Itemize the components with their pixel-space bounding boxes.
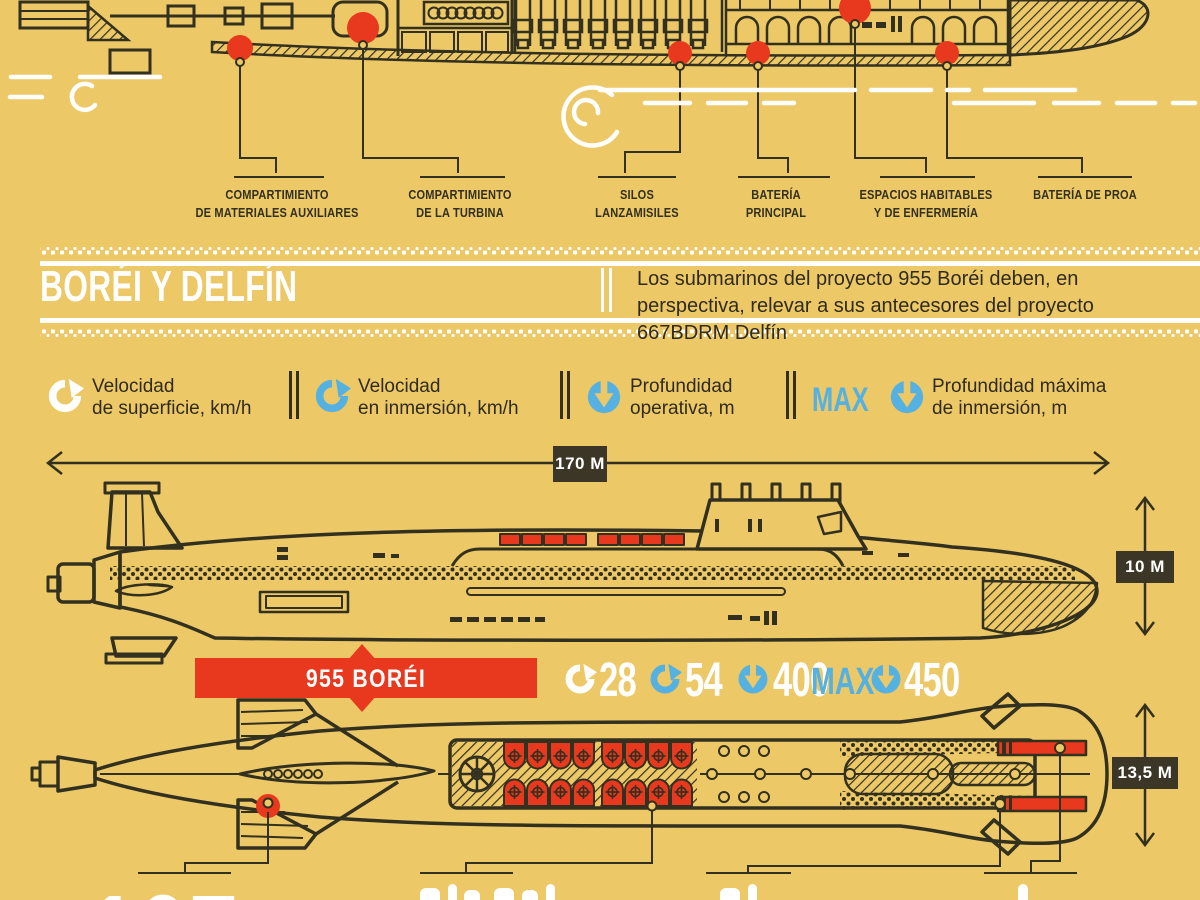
- max-depth-icon: [888, 378, 926, 421]
- section-description: Los submarinos del proyecto 955 Boréi de…: [637, 268, 1094, 344]
- legend-separator: [786, 371, 789, 419]
- stat-max-depth-value: 450: [904, 654, 960, 707]
- legend-operating-depth-label: Profundidad operativa, m: [630, 376, 735, 419]
- legend-surface-speed-label: Velocidad de superficie, km/h: [92, 376, 252, 419]
- surface-speed-icon: [46, 377, 84, 420]
- compartment-label-turbine: COMPARTIMIENTO DE LA TURBINA: [408, 187, 512, 220]
- compartment-label-missile-silos: SILOS LANZAMISILES: [595, 187, 679, 220]
- stat-submerged-speed-value: 54: [685, 654, 723, 707]
- max-depth-icon: [869, 662, 903, 701]
- legend-separator: [560, 371, 563, 419]
- top-view-submarine: [30, 692, 1109, 856]
- borei-name-banner: 955 BORÉI: [305, 665, 427, 693]
- height-dimension-label: 10 M: [1116, 551, 1174, 583]
- submerged-speed-icon: [313, 377, 351, 420]
- compartment-label-living-spaces: ESPACIOS HABITABLES Y DE ENFERMERÍA: [859, 187, 993, 220]
- cutaway-leader-lines: [234, 28, 1132, 178]
- legend-submerged-speed-label: Velocidad en inmersión, km/h: [358, 376, 519, 419]
- length-dimension-label: 170 M: [553, 446, 607, 482]
- legend-separator: [567, 371, 570, 419]
- top-view-leader-lines: [138, 753, 1077, 874]
- cutaway-callout-dots: [227, 0, 959, 71]
- water-decoration: [7, 74, 1198, 148]
- surface-speed-icon: [563, 662, 597, 701]
- legend-max-word: MAX: [812, 381, 869, 419]
- borei-ribbon: [195, 644, 537, 712]
- legend-separator: [296, 371, 299, 419]
- lace-divider-top: [40, 246, 1200, 266]
- legend-max-depth-label: Profundidad máxima de inmersión, m: [932, 376, 1107, 419]
- legend-separator: [289, 371, 292, 419]
- stat-surface-speed-value: 28: [599, 654, 637, 707]
- operating-depth-icon: [736, 662, 770, 701]
- lace-divider-bottom: [40, 318, 1200, 338]
- side-view-submarine: [46, 481, 1099, 665]
- compartment-label-aux-materials: COMPARTIMIENTO DE MATERIALES AUXILIARES: [195, 187, 359, 220]
- stat-operating-depth-value: 400: [773, 654, 829, 707]
- beam-dimension-label: 13,5 M: [1112, 757, 1178, 789]
- submerged-speed-icon: [648, 662, 682, 701]
- cutaway-submarine-drawing: [18, 0, 1150, 75]
- title-divider-bar: [609, 268, 612, 312]
- title-divider-bar: [601, 268, 604, 312]
- legend-separator: [793, 371, 796, 419]
- compartment-label-bow-battery: BATERÍA DE PROA: [1033, 187, 1137, 202]
- stat-max-word: MAX: [811, 661, 875, 703]
- operating-depth-icon: [585, 378, 623, 421]
- section-title: BORÉI Y DELFÍN: [40, 262, 298, 311]
- compartment-label-main-battery: BATERÍA PRINCIPAL: [745, 187, 807, 220]
- hull-dash-marks: [277, 547, 909, 625]
- clipped-bottom-text: 107: [88, 884, 408, 900]
